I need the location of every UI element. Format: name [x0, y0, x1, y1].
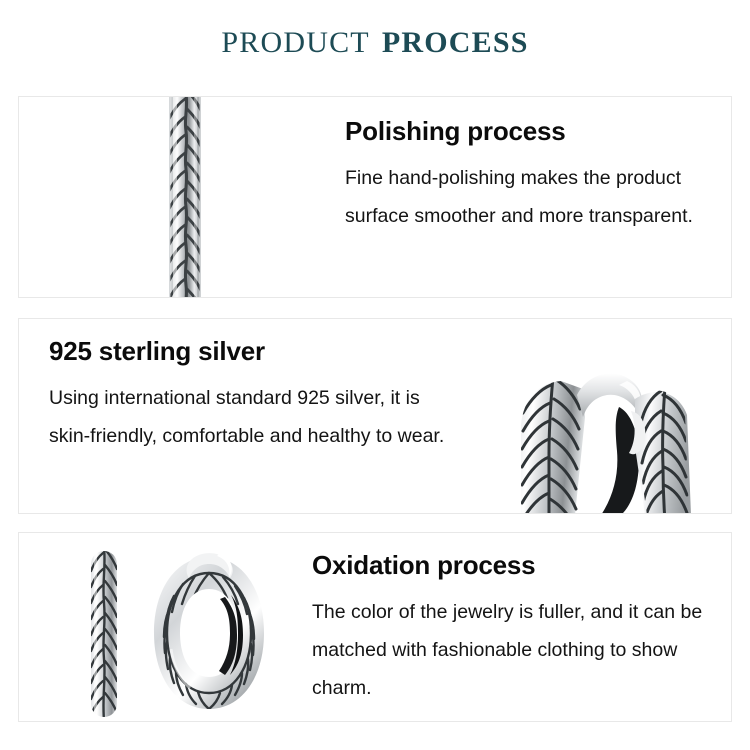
- page-title-light: PRODUCT: [221, 26, 370, 59]
- feature-card-polishing: Polishing process Fine hand-polishing ma…: [18, 96, 732, 298]
- card-body: Fine hand-polishing makes the product su…: [345, 167, 693, 228]
- feature-card-oxidation: Oxidation process The color of the jewel…: [18, 532, 732, 722]
- page-title-bold: PROCESS: [381, 26, 529, 59]
- card-body: The color of the jewelry is fuller, and …: [312, 601, 703, 700]
- feature-card-sterling-silver: 925 sterling silver Using international …: [18, 318, 732, 514]
- pair-of-hoop-earrings-image: [59, 545, 289, 721]
- card-heading: 925 sterling silver: [49, 336, 265, 366]
- hoop-earring-hinge-closeup-image: [469, 355, 731, 513]
- textured-silver-band-macro-image: [149, 97, 221, 297]
- card-text-block: Oxidation process The color of the jewel…: [312, 550, 717, 707]
- card-heading: Oxidation process: [312, 550, 536, 580]
- card-body: Using international standard 925 silver,…: [49, 387, 445, 448]
- card-text-block: Polishing process Fine hand-polishing ma…: [345, 116, 705, 235]
- page-title: PRODUCT PROCESS: [0, 26, 750, 60]
- card-heading: Polishing process: [345, 116, 566, 146]
- card-text-block: 925 sterling silver Using international …: [49, 336, 449, 455]
